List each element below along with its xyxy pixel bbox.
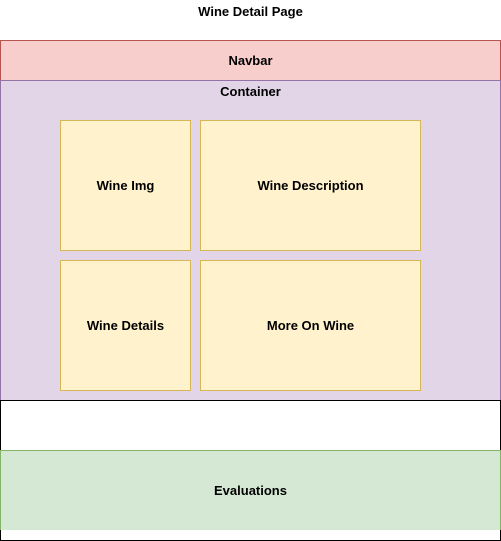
evaluations-label: Evaluations (214, 483, 287, 498)
wine-description-block: Wine Description (200, 120, 421, 251)
navbar-block: Navbar (0, 40, 501, 81)
wine-details-block: Wine Details (60, 260, 191, 391)
wine-img-block: Wine Img (60, 120, 191, 251)
empty-section (0, 400, 501, 451)
wine-details-label: Wine Details (86, 318, 165, 333)
wine-img-label: Wine Img (96, 178, 155, 193)
evaluations-block: Evaluations (0, 450, 501, 531)
more-on-wine-label: More On Wine (266, 318, 355, 333)
more-on-wine-block: More On Wine (200, 260, 421, 391)
bottom-section (0, 530, 501, 541)
container-label: Container (220, 83, 281, 99)
wine-description-label: Wine Description (257, 178, 364, 193)
page-title: Wine Detail Page (198, 3, 303, 19)
navbar-label: Navbar (228, 53, 273, 68)
